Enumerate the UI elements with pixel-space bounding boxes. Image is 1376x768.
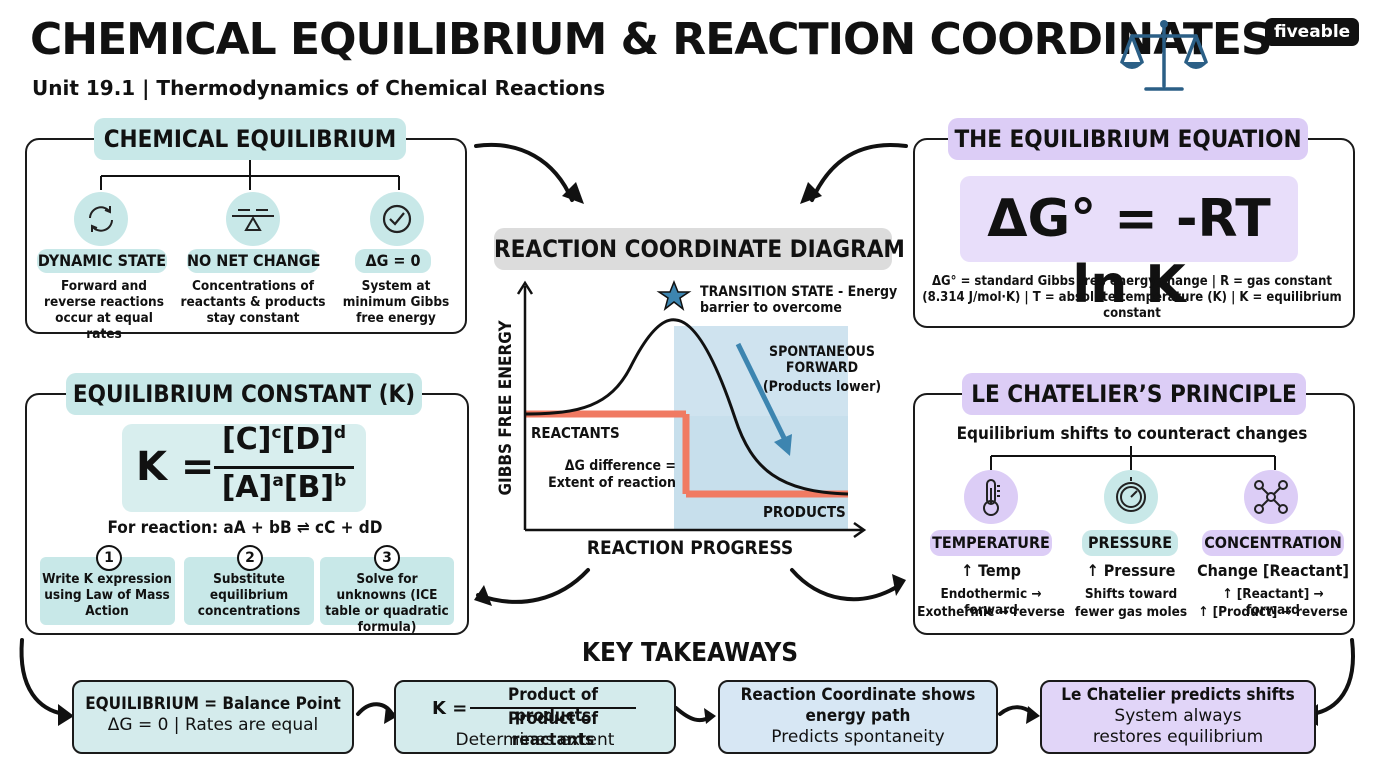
k-fraction-bar [214, 466, 354, 469]
pressure-line1: Shifts toward [1084, 586, 1178, 602]
takeaway-4-title: Le Chatelier predicts shifts [1061, 685, 1295, 705]
spontaneous-note: (Products lower) [762, 379, 882, 395]
takeaway-3-text: Predicts spontaneity [771, 727, 945, 747]
exp-a: a [272, 471, 284, 491]
page-title: CHEMICAL EQUILIBRIUM & REACTION COORDINA… [30, 14, 1273, 65]
numerator-c: [C] [221, 422, 272, 457]
brand-logo: fiveable [1265, 18, 1360, 46]
thermometer-icon [964, 470, 1018, 524]
y-axis-label-wrap: GIBBS FREE ENERGY [496, 318, 518, 502]
takeaway-1-text: ΔG = 0 | Rates are equal [107, 715, 319, 735]
k-numerator: [C]c[D]d [214, 422, 354, 457]
exp-c: c [271, 423, 282, 443]
reaction-coordinate-chart [516, 279, 867, 539]
energy-curve [524, 318, 849, 496]
arrow-eq-to-diagram [474, 143, 574, 202]
diagram-heading: REACTION COORDINATE DIAGRAM [494, 228, 905, 270]
delta-g-zero-desc: System at minimum Gibbs free energy [342, 278, 450, 326]
k-symbol: K = [136, 444, 215, 490]
transition-state-star [656, 279, 692, 311]
no-net-change-label: NO NET CHANGE [187, 249, 320, 273]
denominator-b: [B] [283, 470, 335, 505]
y-axis-label: GIBBS FREE ENERGY [496, 320, 516, 496]
equation-box [960, 176, 1298, 262]
arrow-right-takeaway [1310, 638, 1355, 716]
pressure-head: ↑ Pressure [1086, 561, 1176, 580]
pressure-label: PRESSURE [1082, 530, 1178, 556]
step-3-text: Solve for unknowns (ICE table or quadrat… [325, 571, 449, 635]
balance-seesaw-icon [226, 192, 280, 246]
takeaway-4-text: System always restores equilibrium [1092, 706, 1264, 747]
lechatelier-intro: Equilibrium shifts to counteract changes [956, 424, 1308, 444]
step-1-text: Write K expression using Law of Mass Act… [42, 571, 172, 619]
delta-g-zero-label: ΔG = 0 [355, 249, 431, 273]
temperature-line2: Exothermic → reverse [917, 604, 1065, 620]
takeaway-card-equilibrium: EQUILIBRIUM = Balance Point ΔG = 0 | Rat… [72, 680, 354, 754]
takeaway-2-text: Determines extent [455, 730, 615, 750]
molecule-icon [1244, 470, 1298, 524]
exp-d: d [333, 423, 347, 443]
reaction-equation: For reaction: aA + bB ⇌ cC + dD [107, 518, 383, 538]
takeaway-card-lechatelier: Le Chatelier predicts shifts System alwa… [1040, 680, 1316, 754]
equation-heading: THE EQUILIBRIUM EQUATION [948, 118, 1308, 160]
temperature-line1: Endothermic → forward [940, 586, 1042, 618]
page-subtitle: Unit 19.1 | Thermodynamics of Chemical R… [32, 76, 606, 100]
dynamic-state-label: DYNAMIC STATE [37, 249, 167, 273]
step-3-number: 3 [374, 545, 400, 571]
arrow-diagram-to-constant [476, 568, 590, 604]
transition-state-label: TRANSITION STATE - Energy barrier to ove… [700, 284, 898, 316]
pressure-line2: fewer gas moles [1074, 604, 1188, 620]
no-net-change-desc: Concentrations of reactants & products s… [180, 278, 326, 326]
concentration-head: Change [Reactant] [1197, 561, 1349, 580]
arrow-equation-to-diagram [810, 143, 908, 202]
takeaway-card-k: K = Product of products Product of react… [394, 680, 676, 754]
lechatelier-heading: LE CHATELIER’S PRINCIPLE [962, 373, 1306, 415]
takeaway-3-title: Reaction Coordinate shows energy path [740, 685, 976, 726]
step-2-number: 2 [237, 545, 263, 571]
dynamic-state-desc: Forward and reverse reactions occur at e… [44, 278, 164, 342]
products-label: PRODUCTS [763, 503, 846, 521]
constant-heading: EQUILIBRIUM CONSTANT (K) [66, 373, 422, 415]
checkmark-icon [370, 192, 424, 246]
balance-scale-icon [1120, 20, 1208, 91]
x-axis-label: REACTION PROGRESS [586, 537, 794, 559]
temperature-label: TEMPERATURE [930, 530, 1052, 556]
takeaway-2-k: K = [432, 698, 468, 719]
takeaway-1-title: EQUILIBRIUM = Balance Point [85, 694, 341, 714]
equilibrium-heading: CHEMICAL EQUILIBRIUM [94, 118, 406, 160]
step-1-number: 1 [96, 545, 122, 571]
equation-legend: ΔG° = standard Gibbs free energy change … [922, 274, 1342, 321]
reactants-label: REACTANTS [531, 424, 620, 442]
takeaway-2-bar [470, 707, 636, 709]
numerator-d: [D] [281, 422, 334, 457]
k-denominator: [A]a[B]b [214, 470, 354, 505]
takeaway-2-num: Product of products [508, 685, 598, 726]
concentration-label: CONCENTRATION [1202, 530, 1344, 556]
delta-g-label: ΔG difference = Extent of reaction [548, 458, 676, 491]
equation-formula: ΔG° = -RT ln K [987, 189, 1271, 315]
takeaways-heading: KEY TAKEAWAYS [581, 638, 799, 668]
lechatelier-connector [990, 446, 1276, 470]
spontaneous-arrow [735, 342, 789, 444]
arrow-left-takeaway [19, 638, 66, 716]
concentration-line2: ↑ [Product] → reverse [1198, 604, 1348, 620]
arrow-diagram-to-lechatelier [790, 568, 902, 602]
takeaway-2-den: Product of reactants [508, 709, 598, 750]
cycle-arrows-icon [74, 192, 128, 246]
pressure-gauge-icon [1104, 470, 1158, 524]
takeaway-card-coordinate: Reaction Coordinate shows energy path Pr… [718, 680, 998, 754]
concentration-line1: ↑ [Reactant] → forward [1222, 586, 1324, 618]
exp-b: b [334, 471, 347, 491]
temperature-head: ↑ Temp [961, 561, 1021, 580]
spontaneous-label: SPONTANEOUS FORWARD [769, 344, 875, 376]
denominator-a: [A] [221, 470, 273, 505]
step-2-text: Substitute equilibrium concentrations [197, 571, 301, 619]
equilibrium-connector [100, 160, 400, 190]
